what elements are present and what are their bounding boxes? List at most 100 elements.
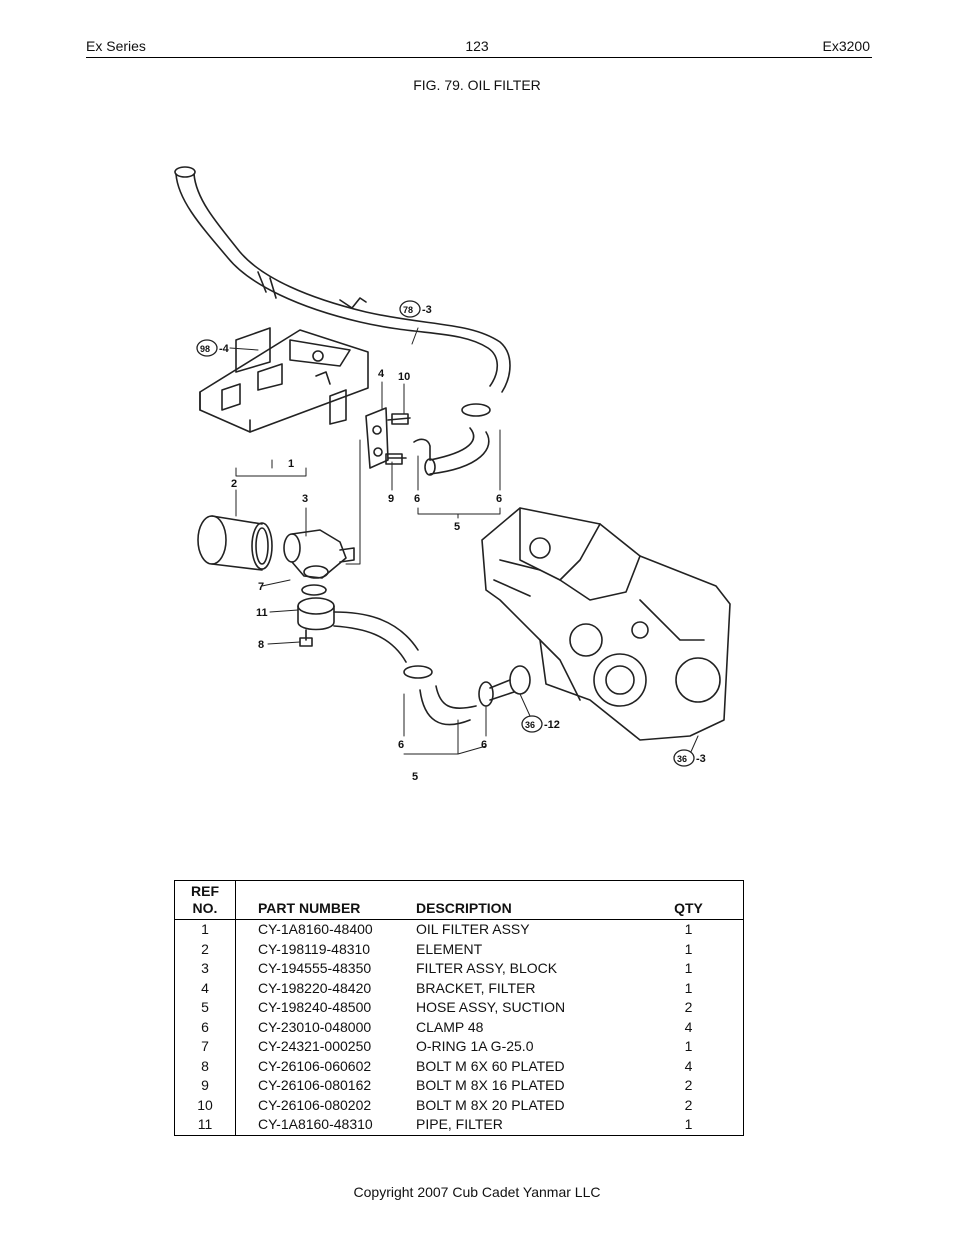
svg-text:-4: -4 [219,343,230,355]
engine-housing [481,507,731,741]
qty-cell: 2 [684,1096,693,1113]
callout-8: 8 [258,639,264,651]
qty-cell: 1 [684,1116,693,1132]
ref-cell: 1 [174,919,236,940]
part-number-cell: CY-26106-060602 [258,1057,372,1074]
ref-cell: 9 [174,1076,236,1096]
part-number-cell: CY-198220-48420 [258,979,372,996]
header-part-number: PART NUMBER [258,900,361,916]
part-number-cell: CY-1A8160-48400 [258,921,373,937]
table-row: 11 CY-1A8160-48310 PIPE, FILTER 1 [174,1115,744,1135]
table-row: 3 CY-194555-48350 FILTER ASSY, BLOCK 1 [174,959,744,979]
parts-table-header: REF NO. PART NUMBER DESCRIPTION QTY [174,880,744,920]
ref-cell: 8 [174,1056,236,1076]
ref-cell: 11 [174,1115,236,1135]
lower-suction-hose [403,665,531,726]
callout-9: 9 [388,493,394,505]
ref-cell: 10 [174,1095,236,1115]
table-row: 9 CY-26106-080162 BOLT M 8X 16 PLATED 2 [174,1076,744,1096]
description-cell: CLAMP 48 [416,1018,484,1035]
svg-text:78: 78 [403,305,413,315]
ref-cell: 4 [174,978,236,998]
page-number: 123 [465,38,489,54]
header-ref: REF [191,883,219,899]
oil-filter-diagram: 1 2 3 4 10 9 6 6 5 7 11 8 6 6 5 78 -3 98… [174,166,731,783]
header-qty: QTY [674,900,703,916]
svg-text:-12: -12 [544,719,560,731]
mounting-frame [199,327,369,433]
leader-lines [229,327,699,755]
callout-2: 2 [231,478,237,490]
part-number-cell: CY-23010-048000 [258,1018,372,1035]
filter-block [283,529,355,579]
ref-cell: 5 [174,998,236,1018]
qty-cell: 4 [684,1057,693,1074]
callout-1: 1 [288,458,294,470]
header-description: DESCRIPTION [416,900,512,916]
upper-suction-hose [413,403,491,476]
description-cell: ELEMENT [416,940,483,957]
qty-cell: 2 [684,1077,693,1093]
filter-bracket [365,407,411,469]
copyright-notice: Copyright 2007 Cub Cadet Yanmar LLC [353,1184,601,1200]
upper-oil-pipe [174,166,511,393]
part-number-cell: CY-24321-000250 [258,1038,372,1054]
filter-pipe [297,584,419,663]
qty-cell: 1 [684,940,693,957]
table-row: 8 CY-26106-060602 BOLT M 6X 60 PLATED 4 [174,1056,744,1076]
header-ref-no: REF NO. [174,880,236,920]
qty-cell: 1 [684,921,693,937]
table-row: 7 CY-24321-000250 O-RING 1A G-25.0 1 [174,1037,744,1057]
callout-6a: 6 [414,493,420,505]
description-cell: HOSE ASSY, SUCTION [416,999,566,1015]
description-cell: OIL FILTER ASSY [416,921,530,937]
part-number-cell: CY-198119-48310 [258,940,371,957]
part-number-cell: CY-26106-080162 [258,1077,372,1093]
qty-cell: 1 [684,1038,693,1054]
svg-text:36: 36 [677,754,687,764]
callout-6d: 6 [481,739,487,751]
description-cell: FILTER ASSY, BLOCK [416,960,558,976]
qty-cell: 1 [684,960,693,976]
qty-cell: 4 [684,1018,693,1035]
svg-text:98: 98 [200,344,210,354]
ref-cell: 7 [174,1037,236,1057]
header-series: Ex Series [86,38,146,54]
svg-text:-3: -3 [696,753,706,765]
callout-5a: 5 [454,521,460,533]
table-row: 2 CY-198119-48310 ELEMENT 1 [174,939,744,959]
description-cell: BRACKET, FILTER [416,979,536,996]
part-number-cell: CY-194555-48350 [258,960,372,976]
filter-element [197,515,273,571]
svg-text:-3: -3 [422,304,432,316]
ref-bubble-36-3: 36 -3 [673,749,706,767]
part-number-cell: CY-198240-48500 [258,999,372,1015]
qty-cell: 1 [684,979,693,996]
figure-title: FIG. 79. OIL FILTER [413,77,541,93]
ref-bubble-78: 78 -3 [399,300,432,318]
table-row: 1 CY-1A8160-48400 OIL FILTER ASSY 1 [174,919,744,940]
callout-7: 7 [258,581,264,593]
description-cell: O-RING 1A G-25.0 [416,1038,534,1054]
header-model: Ex3200 [822,38,870,54]
table-row: 4 CY-198220-48420 BRACKET, FILTER 1 [174,978,744,998]
ref-bubble-98: 98 -4 [196,339,230,357]
ref-cell: 2 [174,939,236,959]
description-cell: BOLT M 8X 16 PLATED [416,1077,565,1093]
description-cell: PIPE, FILTER [416,1116,503,1132]
callout-11: 11 [256,607,268,619]
callout-6c: 6 [398,739,404,751]
ref-cell: 3 [174,959,236,979]
callout-4: 4 [378,368,385,380]
callout-10: 10 [398,371,410,383]
callout-5b: 5 [412,771,418,783]
part-number-cell: CY-26106-080202 [258,1096,372,1113]
description-cell: BOLT M 6X 60 PLATED [416,1057,565,1074]
part-number-cell: CY-1A8160-48310 [258,1116,373,1132]
callout-6b: 6 [496,493,502,505]
